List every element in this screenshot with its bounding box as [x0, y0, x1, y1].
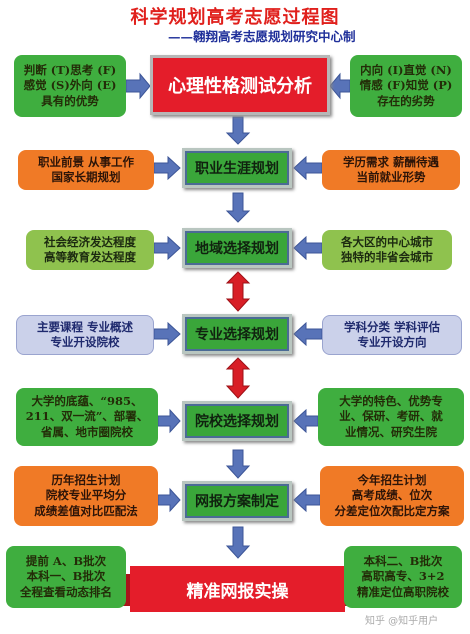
right-note-university-features: 大学的特色、优势专业、保研、考研、就业情况、研究生院 — [318, 388, 464, 446]
diagram-subtitle: ——翱翔高考志愿规划研究中心制 — [168, 29, 356, 44]
down-arrow-2 — [225, 192, 251, 223]
step-final-submission: 精准网报实操 — [186, 581, 289, 602]
left-arrow-3 — [153, 235, 181, 261]
left-note-history-plan: 历年招生计划院校专业平均分成绩差值对比匹配法 — [14, 466, 158, 526]
left-arrow-1 — [125, 72, 151, 100]
step-personality-analysis: 心理性格测试分析 — [150, 55, 330, 115]
right-arrow-6 — [293, 487, 321, 513]
left-arrow-5 — [157, 408, 181, 434]
double-arrow-2 — [225, 357, 251, 399]
left-arrow-6 — [157, 487, 181, 513]
step-career-planning: 职业生涯规划 — [182, 148, 292, 188]
left-note-early-batch: 提前 A、B批次本科一、B批次全程查看动态排名 — [6, 546, 126, 608]
watermark: 知乎 @知乎用户 — [365, 616, 439, 627]
double-arrow-1 — [225, 271, 251, 312]
right-note-disciplines: 学科分类 学科评估专业开设方向 — [322, 315, 462, 355]
left-arrow-2 — [153, 155, 181, 181]
step-application-plan: 网报方案制定 — [182, 481, 292, 521]
diagram-title: 科学规划高考志愿过程图 — [130, 7, 340, 28]
right-arrow-4 — [293, 321, 323, 347]
left-note-courses: 主要课程 专业概述专业开设院校 — [16, 315, 154, 355]
left-note-strengths: 判断 (T)思考 (F)感觉 (S)外向 (E)具有的优势 — [14, 55, 126, 117]
right-note-current-plan: 今年招生计划高考成绩、位次分差定位次配比定方案 — [320, 466, 464, 526]
right-note-weaknesses: 内向 (I)直觉 (N)情感 (F)知觉 (P)存在的劣势 — [350, 55, 462, 117]
step-region-planning: 地域选择规划 — [182, 228, 292, 268]
right-arrow-1 — [329, 72, 351, 100]
right-arrow-5 — [293, 408, 319, 434]
down-arrow-3 — [225, 449, 251, 479]
step-college-planning: 院校选择规划 — [182, 401, 292, 441]
right-arrow-3 — [293, 235, 323, 261]
left-note-career: 职业前景 从事工作国家长期规划 — [18, 150, 154, 190]
left-note-economy: 社会经济发达程度高等教育发达程度 — [26, 230, 154, 270]
right-note-employment: 学历需求 薪酬待遇当前就业形势 — [322, 150, 460, 190]
left-note-university-tier: 大学的底蕴、“985、211、双一流”、部署、省属、地市圈院校 — [16, 388, 158, 446]
left-arrow-4 — [153, 321, 181, 347]
down-arrow-4 — [225, 526, 251, 559]
right-arrow-2 — [293, 155, 323, 181]
step-major-planning: 专业选择规划 — [182, 314, 292, 354]
down-arrow-1 — [225, 116, 251, 145]
right-note-cities: 各大区的中心城市独特的非省会城市 — [322, 230, 452, 270]
